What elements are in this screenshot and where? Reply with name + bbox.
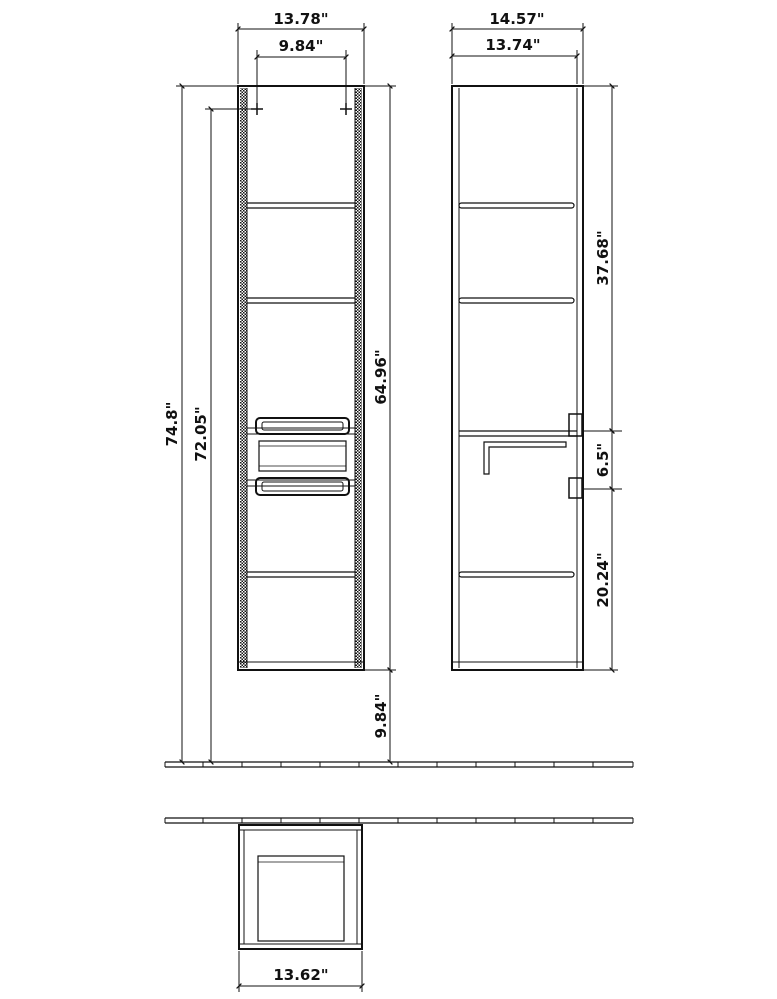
side-cabinet-outline [451, 85, 584, 671]
dimension-top-width: 13.62" [236, 951, 365, 992]
front-upper-drawer [247, 417, 355, 435]
front-left-side-panel [240, 88, 247, 668]
side-shelf [458, 297, 575, 304]
dimension-cabinet-height: 64.96" [364, 83, 396, 673]
dimension-overall-width: 13.78" [235, 10, 367, 84]
dimension-section-heights: 37.68" 6.5" 20.24" [582, 83, 622, 673]
dimension-overall-height: 74.8" [163, 83, 238, 765]
label-overall-width: 13.78" [273, 10, 328, 28]
top-basket [257, 855, 345, 942]
dimension-mount-spacing: 9.84" [254, 37, 349, 103]
label-top-width: 13.62" [273, 966, 328, 984]
floor-line [164, 761, 634, 768]
side-view: 14.57" 13.74" 37.68" 6.5" 20.24" [449, 10, 622, 673]
dimension-mount-height: 72.05" [192, 106, 251, 765]
side-drawer-section [459, 413, 583, 499]
dimension-floor-clearance: 9.84" [372, 667, 393, 765]
side-shelf [458, 202, 575, 209]
top-cabinet-outline [238, 824, 363, 950]
label-mount-spacing: 9.84" [279, 37, 324, 55]
front-cabinet-outline [237, 85, 365, 671]
label-mount-height: 72.05" [192, 406, 210, 461]
side-shelf [458, 571, 575, 578]
label-overall-depth: 14.57" [489, 10, 544, 28]
front-lower-drawer [247, 477, 355, 496]
front-basket [258, 440, 347, 472]
mounting-hole-marker [251, 103, 263, 115]
front-shelf [247, 202, 355, 209]
front-right-side-panel [355, 88, 362, 668]
mounting-hole-marker [340, 103, 352, 115]
label-lower-section: 20.24" [594, 552, 612, 607]
dimension-body-depth: 13.74" [449, 36, 580, 84]
wall-line [164, 817, 634, 824]
front-shelf [247, 297, 355, 304]
label-body-depth: 13.74" [485, 36, 540, 54]
label-cabinet-height: 64.96" [372, 349, 390, 404]
label-overall-height: 74.8" [163, 402, 181, 447]
label-upper-section: 37.68" [594, 230, 612, 285]
label-middle-section: 6.5" [594, 443, 612, 477]
top-view: 13.62" [164, 817, 634, 992]
label-floor-clearance: 9.84" [372, 694, 390, 739]
front-view: 13.78" 9.84" 74.8" 72.05" 64.96" [163, 10, 396, 765]
front-shelf [247, 571, 355, 578]
